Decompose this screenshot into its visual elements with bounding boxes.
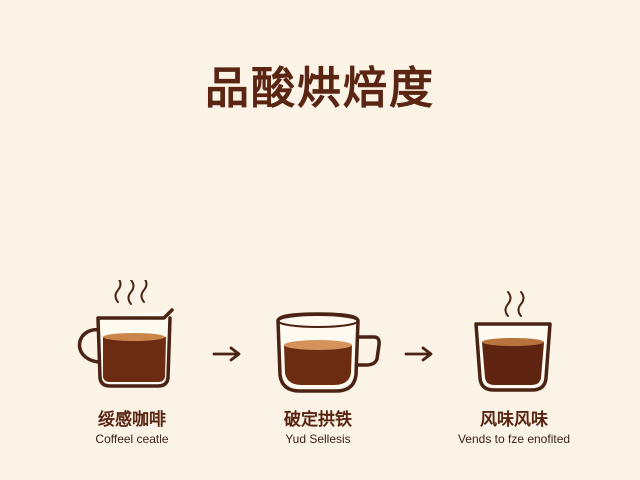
step-1-subtitle: Coffeel ceatle <box>95 432 169 446</box>
coffee-liquid <box>103 337 166 382</box>
coffee-kettle-icon <box>77 280 174 388</box>
coffee-crema <box>103 333 165 341</box>
coffee-liquid <box>284 345 352 385</box>
step-3-title: 风味风味 <box>480 410 548 430</box>
step-3-subtitle: Vends to fze enofited <box>457 432 571 446</box>
step-1-title: 绥感咖啡 <box>98 410 166 430</box>
coffee-crema <box>482 338 544 346</box>
arrow-right-icon <box>212 346 241 362</box>
page-title: 品酸烘焙度 <box>205 63 435 114</box>
coffee-liquid <box>482 342 544 385</box>
coffee-mug-icon <box>276 312 381 393</box>
coffee-crema <box>284 340 352 350</box>
step-2-title: 破定拱铁 <box>284 410 352 430</box>
arrow-right-icon <box>404 346 433 362</box>
coffee-glass-icon <box>474 291 552 392</box>
step-2-subtitle: Yud Sellesis <box>285 432 351 446</box>
